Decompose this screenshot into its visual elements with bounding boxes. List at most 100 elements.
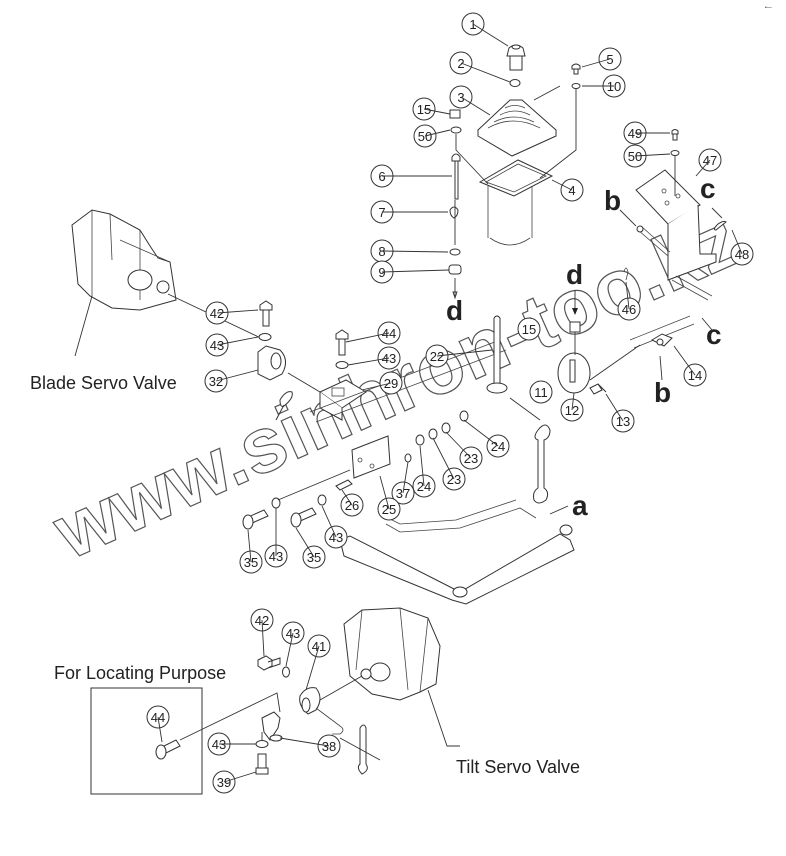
bushing-23 <box>428 428 438 440</box>
bolt-39 <box>255 753 269 775</box>
bracket-slot <box>331 387 345 397</box>
pin-13 <box>589 383 607 395</box>
callout-number: 43 <box>210 338 224 353</box>
ref-letter-b: b <box>604 185 621 216</box>
callout-leader <box>157 716 163 743</box>
callout-leader <box>321 505 337 538</box>
callout-leader <box>361 382 392 391</box>
callout-leader <box>695 159 711 177</box>
callout-leader <box>216 336 259 346</box>
ref-letter-c: c <box>706 319 722 350</box>
cross-shaft <box>309 339 507 423</box>
callout-leader <box>424 129 451 137</box>
rod-end-link <box>275 391 293 421</box>
guide-lines <box>455 85 577 185</box>
callout-number: 26 <box>345 498 359 513</box>
lever-hub <box>486 382 508 394</box>
washer-part <box>450 126 462 134</box>
callout-leader <box>381 250 449 253</box>
knob-top <box>511 44 521 50</box>
arrow-down-icon <box>452 291 458 300</box>
callout-circle <box>529 380 553 404</box>
callout-leaders <box>157 23 743 783</box>
washer-43 <box>282 666 290 678</box>
guide-line <box>339 737 381 761</box>
arrow-line <box>711 207 723 219</box>
callout-leader <box>261 619 265 657</box>
callout-leader <box>463 419 499 447</box>
callout-number: 49 <box>628 126 642 141</box>
callout-number: 48 <box>735 247 749 262</box>
valve-port <box>156 280 170 294</box>
locating-box <box>90 687 203 795</box>
bushing-24b <box>459 410 469 422</box>
callout-number: 2 <box>457 56 464 71</box>
pin-37 <box>404 453 412 463</box>
arrow-line <box>549 505 569 515</box>
rod-end <box>636 225 644 233</box>
callout-number: 39 <box>217 775 231 790</box>
callout-leader <box>625 281 630 310</box>
valve-body <box>343 607 441 701</box>
callout-number: 46 <box>622 302 636 317</box>
callout-leader <box>347 357 390 366</box>
lever-22 <box>493 315 501 386</box>
frame-boss <box>452 586 468 598</box>
valve-spool <box>127 269 153 291</box>
lever-slot <box>569 359 576 383</box>
callout-number: 15 <box>417 102 431 117</box>
callout-leader <box>279 737 330 747</box>
screw-part <box>571 63 581 75</box>
callout-29: 29 <box>379 371 403 395</box>
callout-37: 37 <box>391 481 415 505</box>
arm-25 <box>351 435 391 479</box>
washer-43f <box>255 740 269 748</box>
callout-11: 11 <box>529 380 553 404</box>
tilt-servo-valve-label: Tilt Servo Valve <box>456 757 580 777</box>
blade-lever-parts <box>257 300 321 421</box>
ref-letter-c: c <box>700 173 716 204</box>
pin-35b-head <box>290 512 302 528</box>
nut-part <box>509 79 521 87</box>
pin-48 <box>713 220 727 231</box>
rod-b <box>637 225 671 257</box>
callout-leader <box>423 108 451 115</box>
frame-boss-right <box>559 524 573 536</box>
callout-number: 22 <box>430 349 444 364</box>
callout-50: 50 <box>623 144 647 168</box>
callout-leader <box>285 632 294 667</box>
callout-number: 6 <box>378 169 385 184</box>
guide-line <box>179 692 281 741</box>
blade-servo-valve <box>71 209 266 357</box>
guide-line <box>277 469 351 501</box>
callout-circle <box>517 317 541 341</box>
callout-leader <box>247 529 252 563</box>
callout-leader <box>305 645 320 691</box>
ref-letter-b: b <box>654 377 671 408</box>
console-outline <box>487 186 533 246</box>
callout-number: 12 <box>565 403 579 418</box>
callout-leader <box>432 437 455 480</box>
valve-spool <box>369 662 391 682</box>
callout-number: 10 <box>607 79 621 94</box>
bushing-23b <box>441 422 451 434</box>
frame-lower <box>339 533 575 605</box>
callout-number: 50 <box>418 129 432 144</box>
washer-part <box>571 83 581 89</box>
callout-number: 23 <box>447 472 461 487</box>
ref-letter-d: d <box>446 295 463 326</box>
callout-leader <box>341 489 353 506</box>
bushing-part <box>448 264 462 275</box>
callout-leader <box>581 58 611 68</box>
locating-pin-44 <box>155 739 181 760</box>
callout-leader <box>419 445 425 487</box>
callout-leader <box>295 527 315 558</box>
arrow-line <box>701 317 713 331</box>
guide-line <box>589 344 641 381</box>
nut-part <box>569 321 581 333</box>
callout-number: 24 <box>491 439 505 454</box>
callout-leader <box>460 96 491 116</box>
callout-number: 43 <box>382 351 396 366</box>
callout-leader <box>215 369 259 382</box>
